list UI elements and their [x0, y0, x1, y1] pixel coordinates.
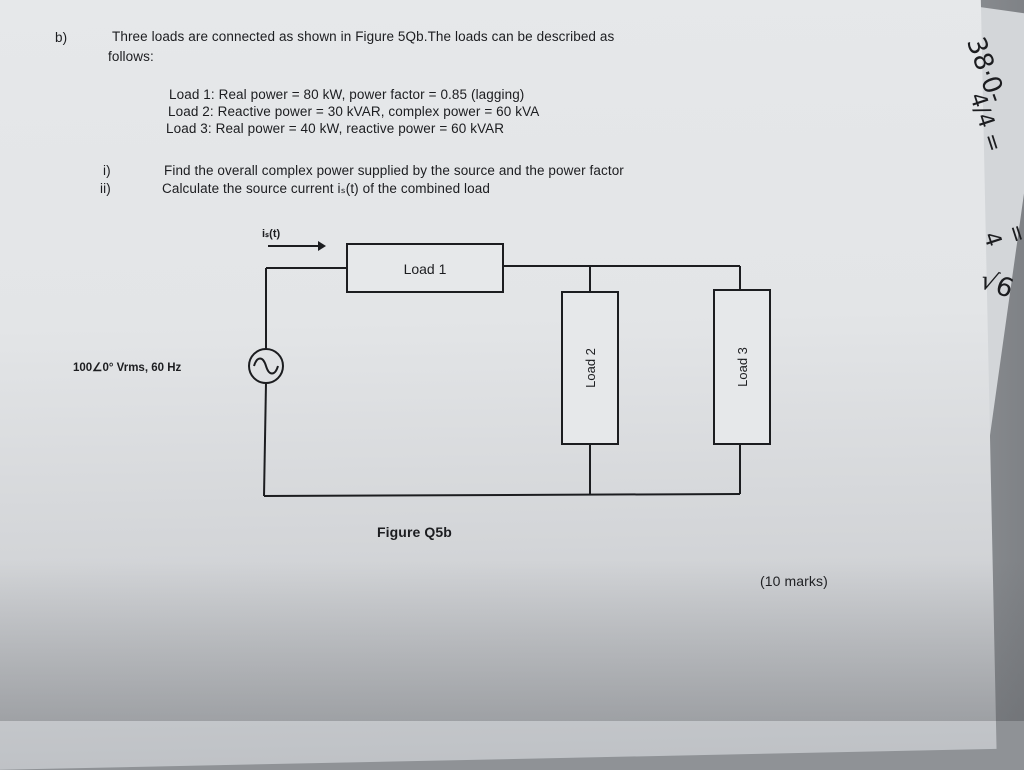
load3-box [713, 289, 771, 445]
load2-description: Load 2: Reactive power = 30 kVAR, comple… [168, 104, 540, 119]
part-i-text: Find the overall complex power supplied … [164, 163, 624, 178]
source-current-label: iₛ(t) [262, 228, 280, 240]
load3-label: Load 3 [735, 347, 750, 387]
load1-box [346, 243, 504, 293]
ac-source-symbol [248, 348, 284, 384]
part-ii-number: ii) [100, 181, 111, 196]
load1-label: Load 1 [404, 261, 447, 277]
load3-description: Load 3: Real power = 40 kW, reactive pow… [166, 121, 505, 136]
part-ii-text: Calculate the source current iₛ(t) of th… [162, 181, 490, 196]
question-intro-line2: follows: [108, 49, 154, 64]
wire-left-lower [263, 382, 267, 497]
question-intro-line1: Three loads are connected as shown in Fi… [112, 29, 615, 44]
marks-label: (10 marks) [760, 573, 828, 589]
sine-wave-icon [253, 357, 279, 375]
load1-description: Load 1: Real power = 80 kW, power factor… [169, 87, 525, 102]
source-voltage-label: 100∠0° Vrms, 60 Hz [73, 362, 182, 374]
wire-bottom [263, 493, 741, 497]
part-i-number: i) [103, 163, 111, 178]
question-label: b) [55, 30, 68, 45]
load2-label: Load 2 [583, 348, 598, 388]
figure-caption: Figure Q5b [377, 524, 452, 540]
load2-box [561, 291, 619, 445]
current-arrow-head [318, 241, 326, 251]
circuit-diagram: iₛ(t) Load 1 Load 2 Load 3 100∠0° Vrms, … [73, 228, 771, 497]
